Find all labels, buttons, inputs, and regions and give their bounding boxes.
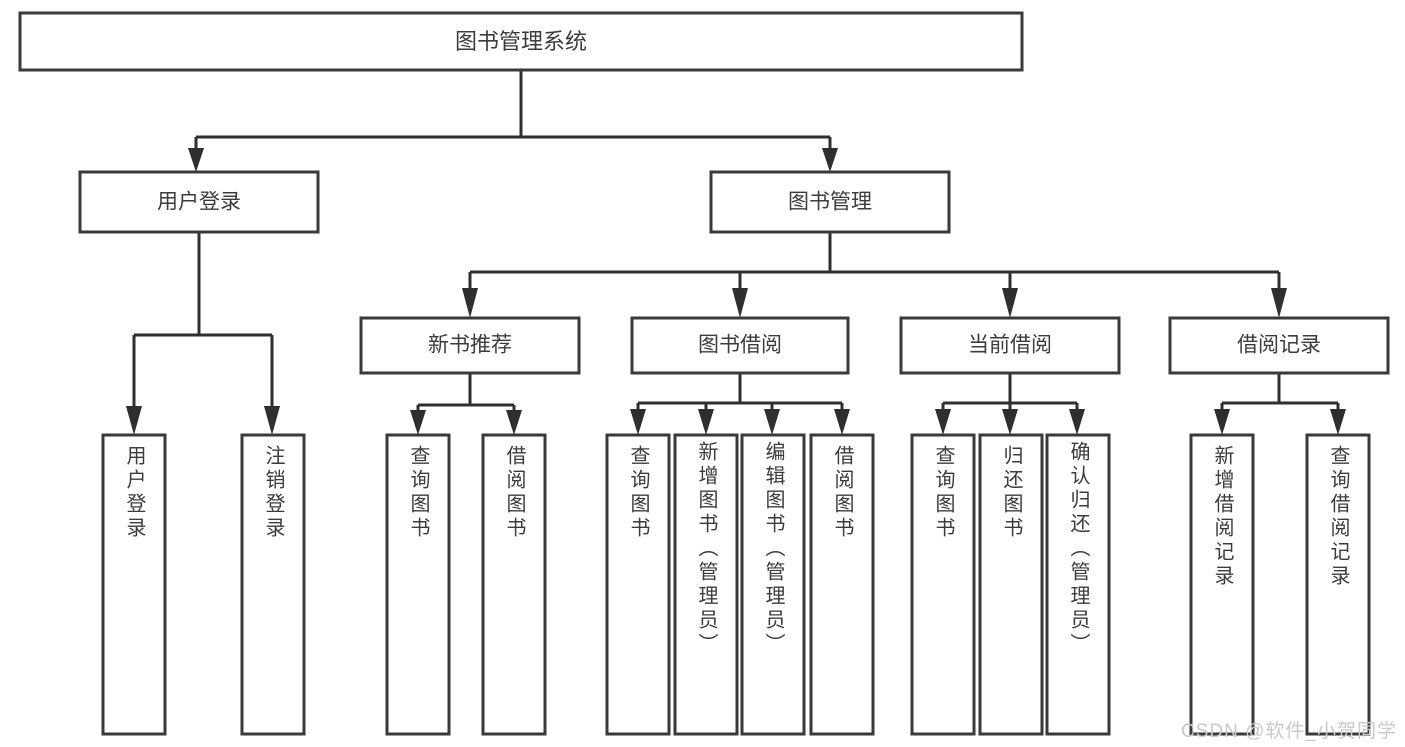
- node-new-book-recommend[interactable]: 新书推荐: [359, 316, 581, 375]
- arrowhead-borrow-leaf-2: [698, 409, 714, 435]
- leaf-node-recommend-borrow-book[interactable]: 借阅图书: [481, 433, 547, 736]
- node-label: 图书借阅: [698, 334, 782, 357]
- node-user-login[interactable]: 用户登录: [78, 170, 320, 234]
- leaf-label-wrapper: 确认归还（管理员）: [1067, 441, 1089, 657]
- arrowhead-borrow-record: [1271, 288, 1287, 318]
- leaf-label-wrapper: 归还图书: [1000, 445, 1022, 541]
- arrowhead-borrow-leaf-3: [764, 409, 780, 435]
- leaf-label-wrapper: 注销登录: [262, 445, 284, 541]
- arrowhead-leaf-logout: [264, 406, 280, 435]
- arrowhead-leaf-user-login: [126, 406, 142, 435]
- arrowhead-current-borrow: [1002, 288, 1018, 318]
- arrowhead-current-leaf-3: [1069, 409, 1085, 435]
- leaf-node-return-book[interactable]: 归还图书: [978, 433, 1044, 736]
- node-label: 当前借阅: [968, 334, 1052, 357]
- leaf-node-confirm-return-admin[interactable]: 确认归还（管理员）: [1045, 433, 1111, 736]
- arrowhead-current-leaf-2: [1002, 409, 1018, 435]
- leaf-label: 新增图书（管理员）: [695, 441, 717, 657]
- node-root-book-management-system[interactable]: 图书管理系统: [18, 11, 1024, 72]
- node-box: [1045, 433, 1111, 736]
- leaf-label-wrapper: 用户登录: [123, 445, 145, 541]
- leaf-label: 查询借阅记录: [1327, 445, 1349, 589]
- node-label: 图书管理系统: [455, 29, 587, 54]
- node-borrow-record[interactable]: 借阅记录: [1168, 316, 1390, 375]
- node-box: [910, 433, 976, 736]
- leaf-label: 查询图书: [627, 445, 649, 541]
- node-current-borrow[interactable]: 当前借阅: [899, 316, 1121, 375]
- arrowhead-book-borrow: [732, 288, 748, 318]
- leaf-node-borrow-book[interactable]: 借阅图书: [809, 433, 875, 736]
- node-box: [740, 433, 806, 736]
- arrowhead-record-leaf-1: [1214, 409, 1230, 435]
- arrowhead-borrow-leaf-1: [630, 409, 646, 435]
- node-box: [709, 170, 951, 234]
- leaf-label-wrapper: 新增借阅记录: [1211, 445, 1233, 589]
- leaf-label: 借阅图书: [831, 445, 853, 541]
- node-box: [240, 433, 306, 736]
- node-label: 新书推荐: [428, 334, 512, 357]
- leaf-node-add-book-admin[interactable]: 新增图书（管理员）: [673, 433, 739, 736]
- leaf-node-user-login[interactable]: 用户登录: [101, 433, 167, 736]
- leaf-label: 查询图书: [932, 445, 954, 541]
- node-box: [809, 433, 875, 736]
- node-book-borrow[interactable]: 图书借阅: [630, 316, 850, 375]
- node-box: [673, 433, 739, 736]
- arrowhead-recommend-leaf-2: [506, 410, 522, 435]
- leaf-label: 用户登录: [123, 445, 145, 541]
- leaf-label-wrapper: 查询借阅记录: [1327, 445, 1349, 589]
- leaf-node-add-borrow-record[interactable]: 新增借阅记录: [1189, 433, 1255, 736]
- node-box: [78, 170, 320, 234]
- leaf-label: 注销登录: [262, 445, 284, 541]
- arrowhead-user-login: [188, 148, 204, 172]
- leaf-node-edit-book-admin[interactable]: 编辑图书（管理员）: [740, 433, 806, 736]
- node-box: [359, 316, 581, 375]
- leaf-label: 确认归还（管理员）: [1067, 441, 1089, 657]
- leaf-node-current-query-book[interactable]: 查询图书: [910, 433, 976, 736]
- arrowhead-record-leaf-2: [1330, 409, 1346, 435]
- leaf-label: 查询图书: [407, 445, 429, 541]
- node-box: [385, 433, 451, 736]
- leaf-node-logout[interactable]: 注销登录: [240, 433, 306, 736]
- leaf-label-wrapper: 查询图书: [932, 445, 954, 541]
- leaf-label: 新增借阅记录: [1211, 445, 1233, 589]
- leaf-label-wrapper: 查询图书: [407, 445, 429, 541]
- arrowhead-current-leaf-1: [935, 409, 951, 435]
- leaf-label: 编辑图书（管理员）: [762, 441, 784, 657]
- leaf-label-wrapper: 借阅图书: [831, 445, 853, 541]
- arrowhead-book-management: [822, 148, 838, 172]
- leaf-label-wrapper: 借阅图书: [503, 445, 525, 541]
- connector-layer: [126, 70, 1346, 435]
- leaf-label-wrapper: 新增图书（管理员）: [695, 441, 717, 657]
- node-label: 借阅记录: [1237, 334, 1321, 357]
- node-box: [630, 316, 850, 375]
- leaf-label-wrapper: 查询图书: [627, 445, 649, 541]
- leaf-node-recommend-query-book[interactable]: 查询图书: [385, 433, 451, 736]
- node-box: [481, 433, 547, 736]
- leaf-node-query-borrow-record[interactable]: 查询借阅记录: [1305, 433, 1371, 736]
- node-book-management[interactable]: 图书管理: [709, 170, 951, 234]
- leaf-label: 归还图书: [1000, 445, 1022, 541]
- node-box: [899, 316, 1121, 375]
- node-box: [605, 433, 671, 736]
- node-box: [1305, 433, 1371, 736]
- leaf-label: 借阅图书: [503, 445, 525, 541]
- node-label: 图书管理: [788, 191, 872, 214]
- node-label: 用户登录: [157, 191, 241, 214]
- node-box: [1189, 433, 1255, 736]
- node-box: [978, 433, 1044, 736]
- arrowhead-borrow-leaf-4: [834, 409, 850, 435]
- arrowhead-new-book-recommend: [462, 288, 478, 318]
- leaf-label-wrapper: 编辑图书（管理员）: [762, 441, 784, 657]
- node-box: [1168, 316, 1390, 375]
- node-box: [101, 433, 167, 736]
- arrowhead-recommend-leaf-1: [410, 410, 426, 435]
- leaf-node-borrow-query-book[interactable]: 查询图书: [605, 433, 671, 736]
- node-box: [18, 11, 1024, 72]
